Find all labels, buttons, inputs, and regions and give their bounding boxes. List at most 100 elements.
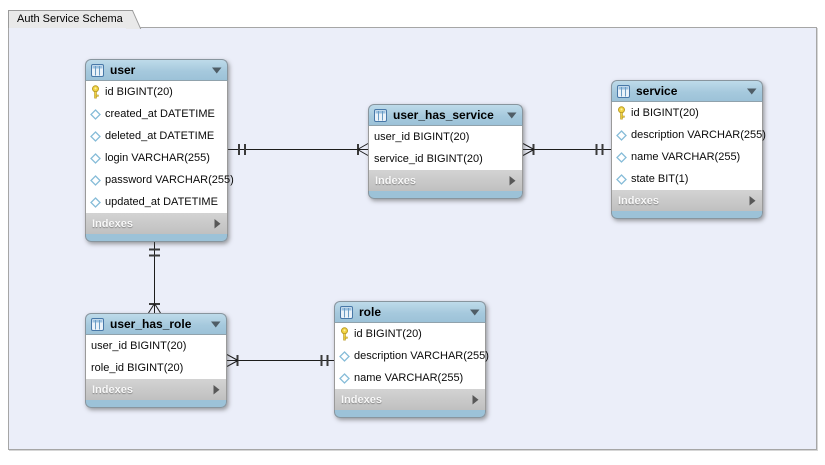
column-row[interactable]: description VARCHAR(255)	[611, 124, 766, 146]
column-icon	[90, 130, 105, 142]
column-icon	[90, 196, 105, 208]
column-icon	[339, 350, 354, 362]
column-row[interactable]: role_id BIGINT(20)	[85, 357, 227, 379]
column-label: description VARCHAR(255)	[354, 350, 489, 362]
table-footer	[334, 410, 486, 418]
column-label: id BIGINT(20)	[631, 107, 699, 119]
chevron-down-icon[interactable]	[211, 321, 221, 328]
table-title: user	[110, 63, 136, 77]
column-row[interactable]: id BIGINT(20)	[85, 81, 228, 103]
column-row[interactable]: deleted_at DATETIME	[85, 125, 228, 147]
column-label: login VARCHAR(255)	[105, 152, 210, 164]
indexes-label: Indexes	[92, 217, 133, 230]
schema-tab[interactable]: Auth Service Schema	[8, 10, 127, 28]
column-label: deleted_at DATETIME	[105, 130, 215, 142]
table-title: user_has_role	[110, 317, 192, 331]
chevron-down-icon[interactable]	[470, 309, 480, 316]
table-user-header[interactable]: user	[85, 59, 228, 81]
column-row[interactable]: service_id BIGINT(20)	[368, 148, 523, 170]
column-row[interactable]: user_id BIGINT(20)	[368, 126, 523, 148]
primary-key-icon	[90, 85, 105, 99]
column-icon	[339, 372, 354, 384]
chevron-right-icon[interactable]	[472, 394, 479, 405]
table-user_has_role-header[interactable]: user_has_role	[85, 313, 227, 335]
chevron-down-icon[interactable]	[507, 112, 517, 119]
column-label: user_id BIGINT(20)	[374, 131, 470, 143]
chevron-down-icon[interactable]	[212, 67, 222, 74]
chevron-right-icon[interactable]	[749, 195, 756, 206]
indexes-row[interactable]: Indexes	[85, 379, 227, 400]
table-role[interactable]: role id BIGINT(20) description VARCHAR(2…	[334, 301, 489, 418]
column-row[interactable]: state BIT(1)	[611, 168, 763, 190]
indexes-label: Indexes	[375, 174, 416, 187]
column-label: created_at DATETIME	[105, 108, 215, 120]
column-label: name VARCHAR(255)	[631, 151, 741, 163]
column-icon	[90, 108, 105, 120]
schema-tab-label: Auth Service Schema	[17, 13, 123, 25]
table-icon	[374, 108, 387, 122]
table-title: role	[359, 305, 382, 319]
table-user_has_role[interactable]: user_has_role user_id BIGINT(20) role_id…	[85, 313, 227, 408]
column-label: password VARCHAR(255)	[105, 174, 234, 186]
chevron-right-icon[interactable]	[509, 175, 516, 186]
indexes-label: Indexes	[92, 383, 133, 396]
column-label: role_id BIGINT(20)	[91, 362, 184, 374]
column-label: updated_at DATETIME	[105, 196, 218, 208]
column-icon	[90, 152, 105, 164]
indexes-row[interactable]: Indexes	[611, 190, 763, 211]
column-row[interactable]: password VARCHAR(255)	[85, 169, 234, 191]
primary-key-icon	[339, 327, 354, 341]
column-row[interactable]: name VARCHAR(255)	[611, 146, 763, 168]
chevron-right-icon[interactable]	[213, 384, 220, 395]
table-user[interactable]: user id BIGINT(20) created_at DATETIME d…	[85, 59, 234, 242]
column-icon	[616, 173, 631, 185]
table-title: service	[636, 84, 678, 98]
column-label: service_id BIGINT(20)	[374, 153, 483, 165]
column-label: name VARCHAR(255)	[354, 372, 464, 384]
column-row[interactable]: created_at DATETIME	[85, 103, 228, 125]
indexes-label: Indexes	[341, 393, 382, 406]
table-footer	[85, 234, 228, 242]
column-icon	[90, 174, 105, 186]
column-row[interactable]: login VARCHAR(255)	[85, 147, 228, 169]
table-icon	[91, 317, 104, 331]
column-label: id BIGINT(20)	[105, 86, 173, 98]
indexes-row[interactable]: Indexes	[85, 213, 228, 234]
table-title: user_has_service	[393, 108, 494, 122]
column-icon	[616, 151, 631, 163]
table-user_has_service-header[interactable]: user_has_service	[368, 104, 523, 126]
relationship-user-user_has_role[interactable]	[148, 242, 161, 314]
chevron-right-icon[interactable]	[214, 218, 221, 229]
table-service[interactable]: service id BIGINT(20) description VARCHA…	[611, 80, 766, 219]
column-label: user_id BIGINT(20)	[91, 340, 187, 352]
column-row[interactable]: user_id BIGINT(20)	[85, 335, 227, 357]
table-icon	[340, 305, 353, 319]
relationship-lines	[148, 143, 611, 367]
chevron-down-icon[interactable]	[747, 88, 757, 95]
column-label: id BIGINT(20)	[354, 328, 422, 340]
table-footer	[368, 191, 523, 199]
column-row[interactable]: id BIGINT(20)	[334, 323, 486, 345]
table-footer	[611, 211, 763, 219]
table-service-header[interactable]: service	[611, 80, 763, 102]
relationship-service-user_has_service[interactable]	[522, 143, 611, 156]
column-icon	[616, 129, 631, 141]
column-row[interactable]: description VARCHAR(255)	[334, 345, 489, 367]
table-icon	[91, 63, 104, 77]
diagram-canvas[interactable]: user id BIGINT(20) created_at DATETIME d…	[8, 27, 817, 450]
table-role-header[interactable]: role	[334, 301, 486, 323]
table-icon	[617, 84, 630, 98]
column-row[interactable]: name VARCHAR(255)	[334, 367, 486, 389]
indexes-label: Indexes	[618, 194, 659, 207]
primary-key-icon	[616, 106, 631, 120]
column-label: state BIT(1)	[631, 173, 689, 185]
relationship-user-user_has_service[interactable]	[228, 143, 369, 156]
column-row[interactable]: id BIGINT(20)	[611, 102, 763, 124]
indexes-row[interactable]: Indexes	[368, 170, 523, 191]
column-row[interactable]: updated_at DATETIME	[85, 191, 228, 213]
table-user_has_service[interactable]: user_has_service user_id BIGINT(20) serv…	[368, 104, 523, 199]
table-footer	[85, 400, 227, 408]
indexes-row[interactable]: Indexes	[334, 389, 486, 410]
relationship-role-user_has_role[interactable]	[226, 354, 334, 367]
